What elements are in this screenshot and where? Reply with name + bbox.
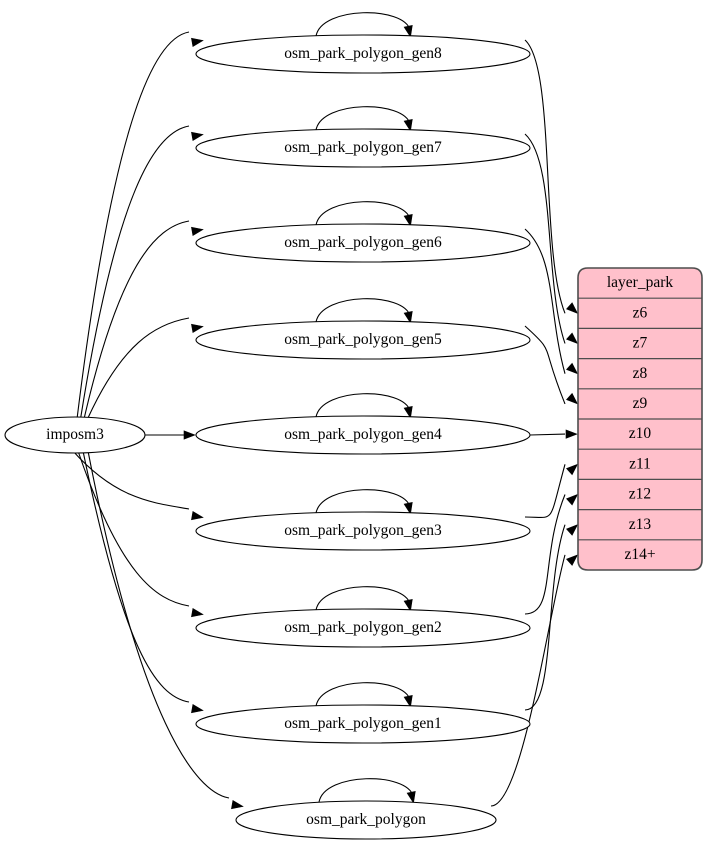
node-base[interactable] (235, 800, 497, 840)
edge-gen5-to-table (524, 325, 566, 405)
edge-arrowhead (403, 118, 413, 132)
edge-arrowhead (566, 392, 579, 405)
edge-arrowhead (565, 429, 578, 439)
edge-gen8-to-table (524, 39, 566, 314)
edge-imposm3-to-gen8 (76, 31, 190, 420)
edge-arrowhead (566, 463, 579, 476)
edge-gen1-to-table (524, 524, 566, 711)
node-gen8-label: osm_park_polygon_gen8 (284, 45, 442, 62)
node-gen6[interactable] (195, 223, 531, 263)
edge-gen6-to-table (524, 228, 566, 374)
edge-arrowhead (406, 790, 416, 804)
node-gen3-label: osm_park_polygon_gen3 (284, 522, 442, 539)
table-row-label-z13: z13 (629, 516, 652, 533)
table-row-z8[interactable] (578, 359, 702, 389)
table-row-label-z11: z11 (629, 455, 651, 472)
edge-arrowhead (403, 310, 413, 324)
edge-arrowhead (191, 510, 204, 521)
edges-layer (72, 12, 579, 810)
node-gen2[interactable] (195, 608, 531, 648)
edge-arrowhead (403, 598, 413, 612)
edge-arrowhead (191, 607, 204, 618)
self-loop-gen3 (315, 489, 411, 514)
edge-arrowhead (403, 501, 413, 515)
table-row-z12[interactable] (578, 479, 702, 509)
node-base-label: osm_park_polygon (306, 811, 426, 828)
edge-arrowhead (191, 37, 204, 48)
table-row-z10[interactable] (578, 419, 702, 449)
edge-gen3-to-table (524, 464, 566, 518)
node-gen8[interactable] (195, 34, 531, 74)
self-loop-gen5 (315, 298, 411, 323)
edge-arrowhead (183, 430, 196, 440)
edge-arrowhead (566, 493, 579, 506)
table-row-z13[interactable] (578, 510, 702, 540)
edge-imposm3-to-gen2 (77, 450, 190, 607)
edge-imposm3-to-gen1 (82, 450, 190, 703)
edge-imposm3-to-gen7 (79, 125, 190, 420)
table-row-label-z9: z9 (633, 395, 648, 412)
table-row-label-z14+: z14+ (624, 546, 655, 563)
edge-arrowhead (566, 302, 579, 314)
table-row-label-z7: z7 (633, 335, 648, 352)
node-imposm3[interactable] (4, 416, 146, 454)
table-header-row[interactable] (578, 268, 702, 298)
edge-arrowhead (191, 703, 204, 714)
self-loop-gen8 (315, 12, 411, 37)
self-loop-gen6 (315, 201, 411, 226)
node-gen4-label: osm_park_polygon_gen4 (284, 426, 442, 443)
table-row-z11[interactable] (578, 449, 702, 479)
table-node-layer: layer_park z6 z7 z8 z9 z10 z11 z12 z13 z14+ (577, 267, 703, 571)
edge-base-to-table (490, 554, 566, 807)
node-gen3[interactable] (195, 511, 531, 551)
edge-arrowhead (191, 131, 204, 142)
node-gen2-label: osm_park_polygon_gen2 (284, 619, 442, 636)
table-row-label-z8: z8 (633, 365, 648, 382)
self-loop-gen7 (315, 106, 411, 131)
edge-imposm3-to-gen5 (86, 317, 190, 420)
nodes-layer: osm_park_polygon_gen8 osm_park_polygon_ge… (4, 34, 531, 840)
edge-imposm3-to-gen3 (72, 450, 190, 510)
edge-arrowhead (231, 799, 244, 810)
node-gen6-label: osm_park_polygon_gen6 (284, 234, 442, 251)
edge-arrowhead (566, 362, 579, 375)
edge-arrowhead (403, 24, 413, 38)
table-header-label: layer_park (607, 274, 674, 291)
table-row-z7[interactable] (578, 328, 702, 358)
table-row-label-z6: z6 (633, 304, 648, 321)
node-gen7[interactable] (195, 128, 531, 168)
node-gen7-label: osm_park_polygon_gen7 (284, 139, 442, 156)
node-gen1-label: osm_park_polygon_gen1 (284, 715, 442, 732)
edge-arrowhead (566, 332, 579, 345)
edge-arrowhead (403, 694, 413, 708)
node-gen4[interactable] (195, 415, 531, 455)
edge-gen2-to-table (524, 494, 566, 615)
edge-arrowhead (191, 226, 204, 237)
edge-arrowhead (566, 524, 579, 536)
edge-arrowhead (191, 323, 204, 334)
edge-gen4-to-table (529, 433, 566, 436)
table-row-label-z10: z10 (629, 425, 652, 442)
table-row-z6[interactable] (578, 298, 702, 328)
self-loop-gen1 (315, 682, 411, 707)
table-row-z9[interactable] (578, 389, 702, 419)
node-gen5[interactable] (195, 320, 531, 360)
edge-gen7-to-table (524, 133, 566, 344)
edge-imposm3-to-base (87, 450, 230, 799)
node-gen5-label: osm_park_polygon_gen5 (284, 331, 442, 348)
self-loop-base (318, 778, 414, 803)
edge-arrowhead (566, 554, 579, 566)
table-row-z14+[interactable] (578, 540, 702, 570)
self-loop-gen2 (315, 586, 411, 611)
node-gen1[interactable] (195, 704, 531, 744)
edge-imposm3-to-gen6 (83, 220, 190, 420)
self-loop-gen4 (315, 393, 411, 418)
node-imposm3-label: imposm3 (46, 426, 104, 443)
edge-arrowhead (403, 405, 413, 419)
edge-arrowhead (403, 213, 413, 227)
table-row-label-z12: z12 (629, 486, 651, 503)
